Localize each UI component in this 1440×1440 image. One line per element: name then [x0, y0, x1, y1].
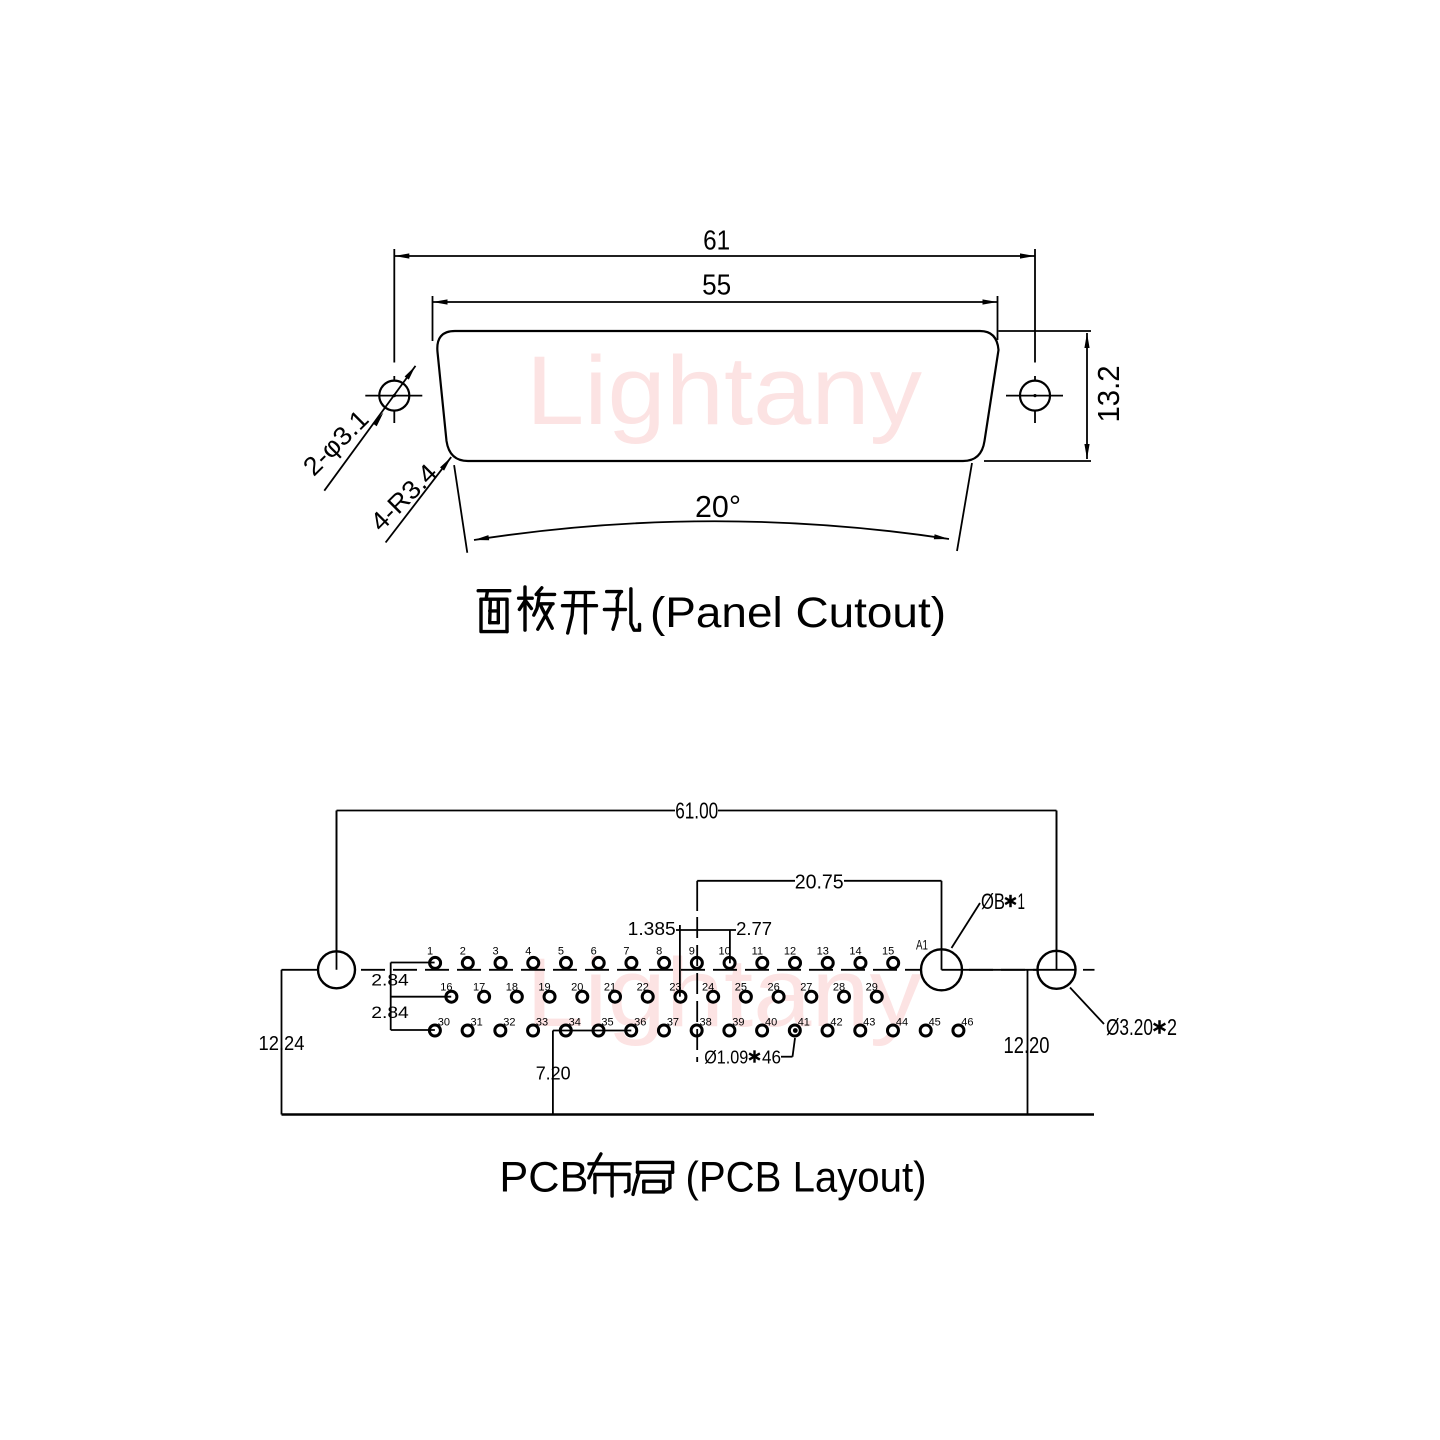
svg-text:44: 44: [896, 1016, 908, 1028]
svg-text:32: 32: [503, 1016, 515, 1028]
svg-text:13: 13: [817, 946, 829, 958]
svg-text:(PCB Layout): (PCB Layout): [686, 1154, 927, 1202]
svg-text:24: 24: [702, 982, 714, 994]
svg-text:30: 30: [438, 1016, 450, 1028]
svg-text:2.84: 2.84: [371, 970, 409, 989]
svg-text:34: 34: [569, 1016, 581, 1028]
svg-text:20: 20: [571, 982, 583, 994]
svg-text:1: 1: [1018, 889, 1026, 914]
svg-text:14: 14: [849, 946, 861, 958]
svg-text:12.20: 12.20: [1004, 1032, 1050, 1058]
svg-text:28: 28: [833, 982, 845, 994]
svg-text:45: 45: [929, 1016, 941, 1028]
svg-text:22: 22: [637, 982, 649, 994]
svg-text:36: 36: [634, 1016, 646, 1028]
svg-text:5: 5: [558, 946, 564, 958]
svg-text:42: 42: [830, 1016, 842, 1028]
svg-text:20°: 20°: [695, 489, 741, 524]
svg-text:61.00: 61.00: [675, 798, 718, 824]
svg-text:4: 4: [525, 946, 531, 958]
svg-text:6: 6: [591, 946, 597, 958]
svg-text:41: 41: [798, 1016, 810, 1028]
svg-text:23: 23: [669, 982, 681, 994]
svg-text:43: 43: [863, 1016, 875, 1028]
svg-text:17: 17: [473, 982, 485, 994]
svg-text:39: 39: [732, 1016, 744, 1028]
svg-text:21: 21: [604, 982, 616, 994]
svg-text:55: 55: [702, 270, 731, 302]
svg-text:2.84: 2.84: [371, 1003, 409, 1022]
svg-text:18: 18: [506, 982, 518, 994]
svg-text:46: 46: [762, 1046, 781, 1067]
svg-text:12: 12: [784, 946, 796, 958]
svg-text:27: 27: [800, 982, 812, 994]
svg-text:10: 10: [718, 946, 730, 958]
svg-text:2: 2: [460, 946, 466, 958]
svg-text:Lightany: Lightany: [526, 336, 923, 445]
svg-text:2: 2: [1167, 1014, 1177, 1040]
svg-text:Ø3.20: Ø3.20: [1106, 1014, 1153, 1040]
svg-text:31: 31: [470, 1016, 482, 1028]
svg-text:19: 19: [538, 982, 550, 994]
svg-text:1.385: 1.385: [628, 919, 676, 939]
svg-text:40: 40: [765, 1016, 777, 1028]
svg-text:7.20: 7.20: [536, 1063, 571, 1083]
svg-text:25: 25: [735, 982, 747, 994]
svg-text:37: 37: [667, 1016, 679, 1028]
svg-text:61: 61: [703, 225, 730, 256]
svg-text:8: 8: [656, 946, 662, 958]
svg-text:46: 46: [961, 1016, 973, 1028]
svg-text:38: 38: [700, 1016, 712, 1028]
svg-text:ØB: ØB: [981, 889, 1005, 914]
svg-text:PCB: PCB: [499, 1154, 588, 1202]
svg-text:1: 1: [427, 946, 433, 958]
svg-text:16: 16: [440, 982, 452, 994]
svg-text:13.2: 13.2: [1091, 366, 1126, 423]
svg-text:11: 11: [752, 946, 763, 958]
svg-text:12.24: 12.24: [259, 1033, 305, 1055]
svg-text:9: 9: [689, 946, 695, 958]
svg-text:Ø1.09: Ø1.09: [704, 1046, 748, 1067]
svg-text:29: 29: [866, 982, 878, 994]
svg-text:33: 33: [536, 1016, 548, 1028]
svg-text:15: 15: [882, 946, 894, 958]
svg-text:35: 35: [601, 1016, 613, 1028]
svg-text:26: 26: [767, 982, 779, 994]
svg-text:20.75: 20.75: [795, 872, 844, 894]
svg-text:(Panel Cutout): (Panel Cutout): [650, 589, 946, 637]
svg-text:3: 3: [492, 946, 498, 958]
svg-text:A1: A1: [916, 937, 928, 953]
svg-text:7: 7: [623, 946, 629, 958]
svg-text:2.77: 2.77: [736, 919, 772, 939]
